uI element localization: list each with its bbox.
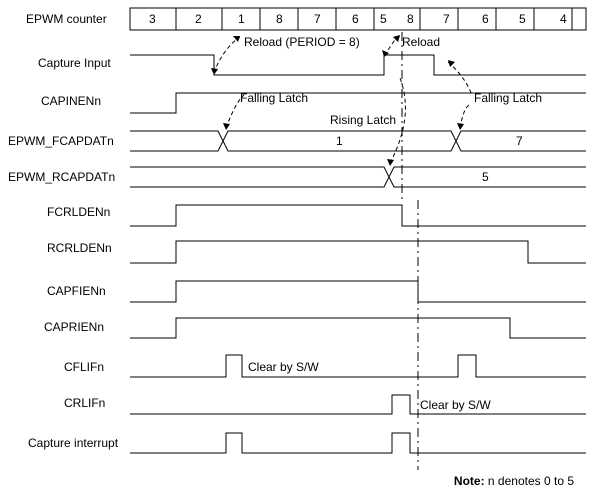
arrowhead xyxy=(457,123,464,130)
fcapdat-value: 7 xyxy=(516,134,523,148)
arrowhead xyxy=(393,35,400,42)
waveform-crlif xyxy=(130,394,586,415)
counter-value: 4 xyxy=(560,12,567,26)
signal-label-rcrlden: RCRLDENn xyxy=(47,241,112,255)
signal-label-capture-input: Capture Input xyxy=(38,56,111,70)
note-text: n denotes 0 to 5 xyxy=(484,474,574,488)
counter-value: 6 xyxy=(352,12,359,26)
waveform-capture-input xyxy=(130,54,586,76)
counter-value: 1 xyxy=(238,12,245,26)
annotation-falling-latch: Falling Latch xyxy=(474,91,542,105)
counter-label: EPWM counter xyxy=(26,12,107,26)
annotation-reload-period: Reload (PERIOD = 8) xyxy=(244,35,360,49)
counter-cell xyxy=(495,7,535,31)
signal-label-capinen: CAPINENn xyxy=(41,94,101,108)
counter-cells xyxy=(129,7,587,31)
note-prefix: Note: xyxy=(453,474,485,488)
waveform-fcrlden xyxy=(130,204,586,227)
counter-value: 7 xyxy=(314,12,321,26)
counter-values: 3 2 1 8 7 6 5 8 7 6 5 4 xyxy=(149,12,567,26)
signal-label-epwm-rcapdat: EPWM_RCAPDATn xyxy=(8,170,115,184)
annotations: Reload (PERIOD = 8) Reload Falling Latch… xyxy=(240,35,542,412)
counter-value: 6 xyxy=(482,12,489,26)
waveform-epwm-fcapdat xyxy=(130,130,586,152)
signal-label-caprien: CAPRIENn xyxy=(44,320,104,334)
counter-value: 8 xyxy=(407,12,414,26)
waveform-capfien xyxy=(130,280,586,303)
counter-value: 2 xyxy=(195,12,202,26)
annotation-clear-by-sw: Clear by S/W xyxy=(420,398,491,412)
arrowhead xyxy=(382,50,389,57)
counter-value: 8 xyxy=(276,12,283,26)
counter-cell xyxy=(571,7,587,31)
counter-cell xyxy=(419,7,459,31)
signal-label-fcrlden: FCRLDENn xyxy=(47,205,110,219)
signal-label-crlif: CRLIFn xyxy=(64,396,105,410)
waveform-epwm-rcapdat xyxy=(130,166,586,188)
arrowhead xyxy=(211,68,218,75)
waveform-capinen xyxy=(130,92,586,114)
annotation-rising-latch: Rising Latch xyxy=(330,113,396,127)
waveform-rcrlden xyxy=(130,240,586,264)
footnote: Note: n denotes 0 to 5 xyxy=(454,474,574,488)
arrowhead xyxy=(387,159,394,166)
arrowhead xyxy=(233,36,240,42)
signal-labels: Capture Input CAPINENn EPWM_FCAPDATn EPW… xyxy=(8,56,119,450)
annotation-falling-latch: Falling Latch xyxy=(240,91,308,105)
waveform-cflif xyxy=(130,354,586,378)
signal-label-capture-interrupt: Capture interrupt xyxy=(28,436,119,450)
signal-label-epwm-fcapdat: EPWM_FCAPDATn xyxy=(8,134,114,148)
fcapdat-value: 1 xyxy=(336,134,343,148)
signal-label-cflif: CFLIFn xyxy=(64,360,104,374)
annotation-reload: Reload xyxy=(402,35,440,49)
counter-value: 7 xyxy=(443,12,450,26)
annotation-clear-by-sw: Clear by S/W xyxy=(248,360,319,374)
counter-value: 5 xyxy=(380,12,387,26)
signal-label-capfien: CAPFIENn xyxy=(47,284,106,298)
waveform-capture-interrupt xyxy=(130,432,586,454)
waveform-caprien xyxy=(130,317,586,339)
arrowhead xyxy=(448,60,455,67)
arrowhead xyxy=(223,123,230,130)
counter-cell xyxy=(457,7,497,31)
arrow-heads xyxy=(211,35,464,166)
counter-value: 3 xyxy=(149,12,156,26)
rcapdat-value: 5 xyxy=(482,170,489,184)
counter-value: 5 xyxy=(519,12,526,26)
